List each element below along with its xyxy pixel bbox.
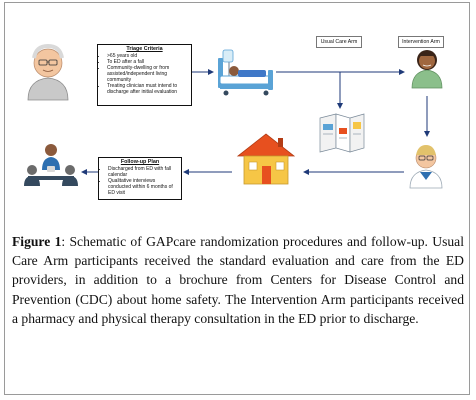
diagram-canvas [24,43,443,189]
triage-item: >65 years old [107,53,188,59]
pharmacist-icon [411,50,443,89]
brochure-icon [319,113,365,153]
house-icon [236,133,296,185]
figure-caption: Figure 1: Schematic of GAPcare randomiza… [12,232,464,328]
triage-criteria-list: >65 years old To ED after a fall Communi… [101,53,188,95]
followup-item: Discharged from ED with fall calendar [108,166,178,178]
triage-criteria-box: Triage Criteria >65 years old To ED afte… [97,44,192,106]
physical-therapist-icon [409,145,443,189]
follow-up-plan-box: Follow-up Plan Discharged from ED with f… [98,157,182,200]
follow-up-plan-list: Discharged from ED with fall calendar Qu… [102,166,178,196]
followup-item: Qualitative interviews conducted within … [108,178,178,196]
triage-criteria-title: Triage Criteria [126,46,163,52]
elderly-patient-icon [27,43,69,101]
caption-text: : Schematic of GAPcare randomization pro… [12,234,464,326]
intervention-arm-label: Intervention Arm [398,36,444,48]
triage-item: To ED after a fall [107,59,188,65]
follow-up-plan-title: Follow-up Plan [120,159,160,165]
figure-frame [4,2,470,395]
interview-icon [24,144,78,186]
triage-item: Community-dwelling or from assisted/inde… [107,65,188,83]
hospital-bed-icon [218,49,273,96]
usual-care-arm-label: Usual Care Arm [316,36,362,48]
flow-arrows [81,69,430,175]
caption-label: Figure 1 [12,234,62,249]
triage-item: Treating clinician must intend to discha… [107,83,188,95]
